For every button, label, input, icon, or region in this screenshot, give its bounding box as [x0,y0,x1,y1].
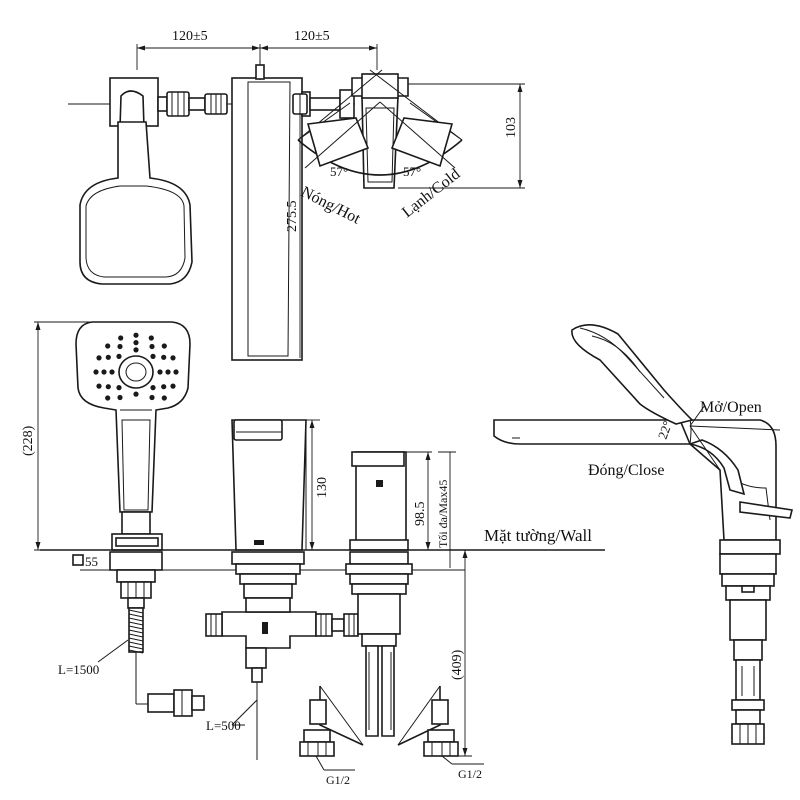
dim-409: (409) [450,649,465,680]
nozzle-dot [109,369,115,375]
max45-label: Tối đa/Max45 [436,480,450,548]
shower-nozzles [93,332,179,401]
nozzle-dot [157,369,163,375]
thread-right-label: G1/2 [458,767,482,781]
nozzle-dot [96,383,102,389]
coil-stripe [128,617,144,622]
nozzle-dot [105,343,111,349]
nozzle-dot [133,391,139,397]
nozzle-dot [150,353,156,359]
nozzle-dot [93,369,99,375]
dim-275-5: 275.5 [285,201,300,233]
coil-stripe [128,613,144,618]
nozzle-dot [150,385,156,391]
hose-l1500-label: L=1500 [58,662,99,677]
nozzle-dot [161,343,167,349]
nozzle-dot [118,335,124,341]
nozzle-dot [170,355,176,361]
coil-stripe [128,629,144,634]
thread-left-label: G1/2 [326,773,350,787]
coil-stripe [128,625,144,630]
nozzle-dot [105,354,111,360]
nozzle-dot [149,343,155,350]
nozzle-dot [105,395,111,401]
nozzle-dot [117,394,123,401]
nozzle-dot [161,354,167,360]
front-elevation [34,321,605,771]
nozzle-dot [101,369,107,375]
hose-l500-label: L=500 [206,718,241,733]
nozzle-dot [133,340,139,346]
nozzle-dot [96,355,102,361]
coil-stripe [128,609,144,614]
nozzle-dot [165,369,171,375]
coil-stripe [128,649,144,654]
angle-cold-label: 57° [403,164,421,179]
nozzle-dot [149,394,155,401]
dim-103: 103 [504,117,519,138]
dim-130: 130 [315,477,330,498]
coil-stripe [128,637,144,642]
coil-stripe [128,633,144,638]
wall-label: Mặt tường/Wall [484,526,592,545]
close-label: Đóng/Close [588,462,664,479]
side-view [493,324,793,745]
nozzle-dot [133,347,139,353]
square-55-label: 55 [85,554,98,569]
angle-hot-label: 57° [330,164,348,179]
nozzle-dot [105,384,111,390]
coil-stripe [128,621,144,626]
nozzle-dot [148,335,154,341]
dim-228: (228) [21,425,36,456]
nozzle-dot [116,353,122,359]
nozzle-dot [161,395,167,401]
nozzle-dot [117,343,123,350]
open-label: Mở/Open [700,399,762,416]
nozzle-dot [170,383,176,389]
dim-right-120: 120±5 [294,29,330,44]
dim-98-5: 98.5 [413,502,428,527]
nozzle-dot [116,385,122,391]
hot-label: Nóng/Hot [298,183,363,227]
nozzle-dot [173,369,179,375]
coil-stripe [128,641,144,646]
hose-coil [128,609,144,654]
angle-22-label: 22° [655,419,675,441]
dim-left-120: 120±5 [172,29,208,44]
top-plan-view: 57° 57° Nóng/Hot Lạnh/Cold [68,44,525,361]
nozzle-dot [133,332,139,338]
coil-stripe [128,645,144,650]
nozzle-dot [161,384,167,390]
